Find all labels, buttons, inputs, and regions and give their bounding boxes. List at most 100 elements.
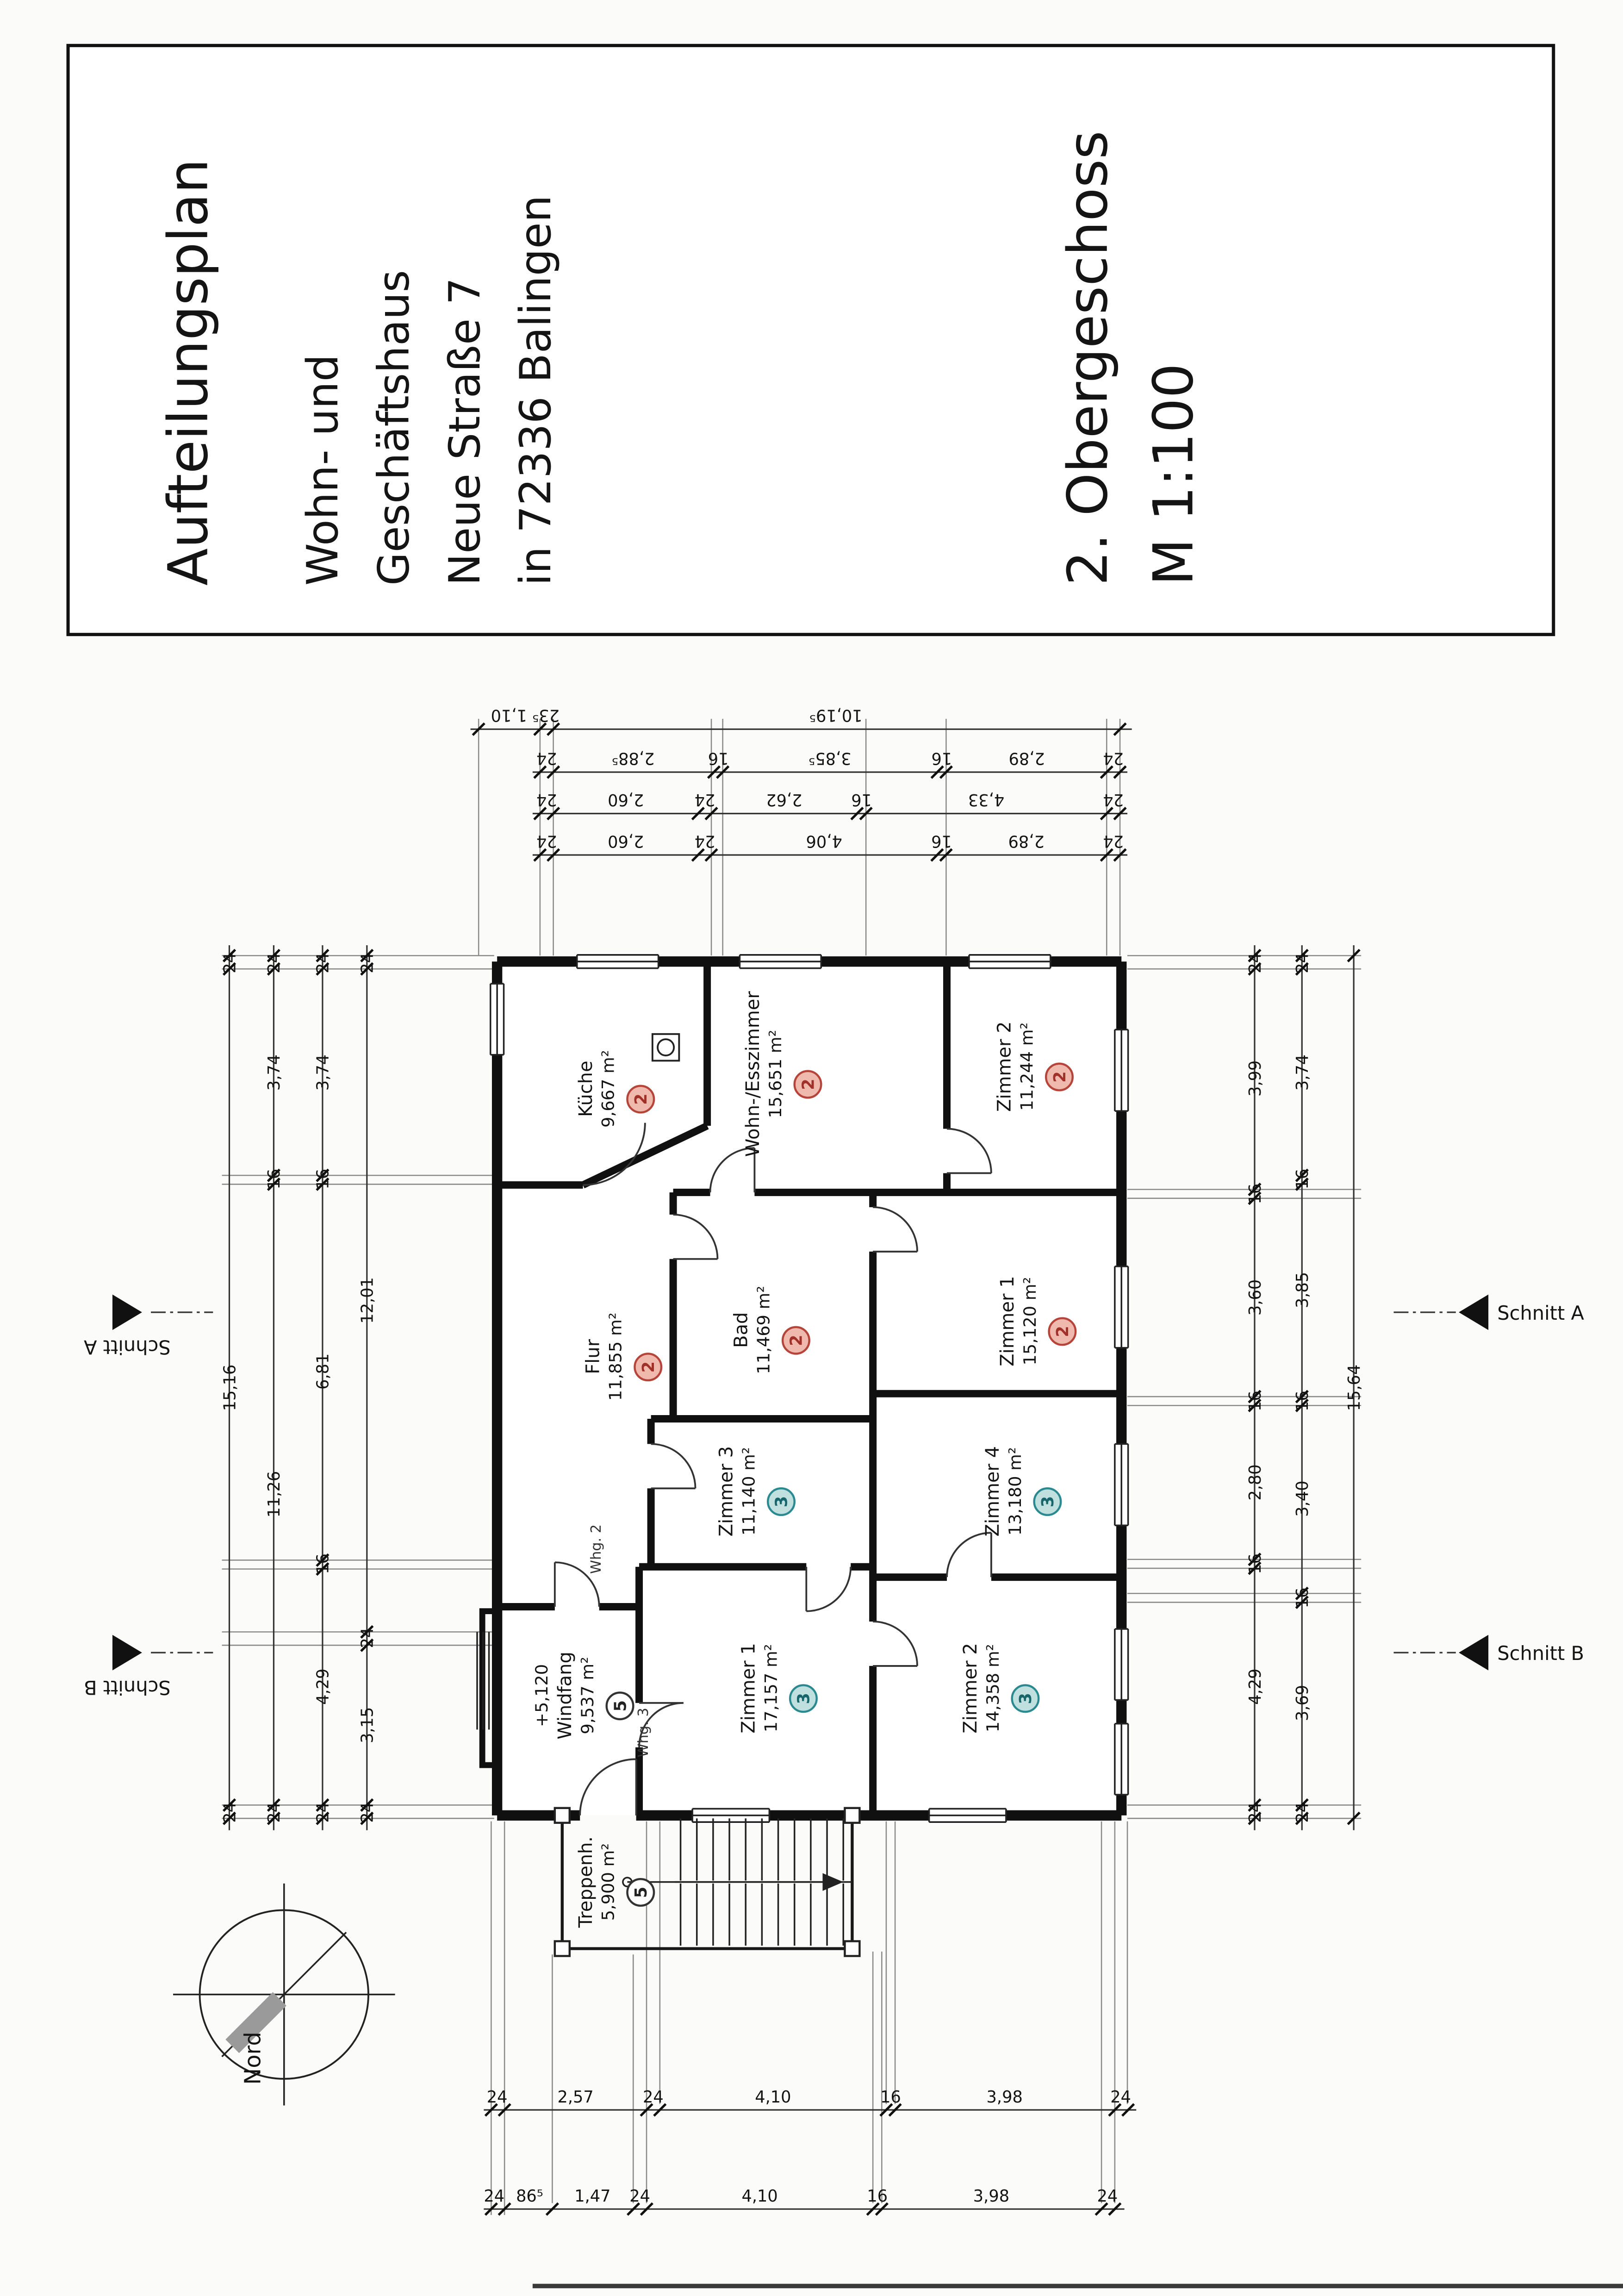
dim-label: 16 bbox=[314, 1169, 333, 1190]
room-name: Windfang bbox=[554, 1652, 576, 1740]
window-icon bbox=[739, 953, 822, 971]
interior-walls bbox=[497, 964, 1122, 1816]
room-label-kueche: Küche 9,667 m² 2 bbox=[575, 1050, 655, 1128]
room-area: 9,537 m² bbox=[578, 1657, 597, 1734]
unit-badge bbox=[1033, 1487, 1062, 1516]
dim-label: 2,60 bbox=[608, 790, 644, 809]
dim-ticks-right-col2 bbox=[1295, 948, 1309, 1825]
dim-label: 2,60 bbox=[608, 831, 644, 850]
dim-label: 16 bbox=[1246, 1554, 1265, 1574]
dim-label: 2,80 bbox=[1246, 1464, 1265, 1500]
dim-label: 3,15 bbox=[358, 1707, 377, 1743]
title-block-border bbox=[66, 44, 1555, 636]
room-label-zimmer1-whg2: Zimmer 1 15,120 m² 2 bbox=[997, 1276, 1077, 1366]
room-name: Zimmer 2 bbox=[960, 1643, 981, 1733]
floor-title: 2. Obergeschoss bbox=[1056, 131, 1119, 586]
extension-lines bbox=[222, 718, 1362, 2215]
window-lines bbox=[576, 954, 659, 969]
window-icon bbox=[1113, 1722, 1131, 1796]
dim-label: 24 bbox=[643, 2088, 664, 2107]
title-block: Aufteilungsplan Wohn- und Geschäftshaus … bbox=[66, 44, 1555, 636]
dim-label: 2,62 bbox=[766, 790, 802, 809]
unit-number: 3 bbox=[772, 1496, 791, 1507]
room-name: Küche bbox=[575, 1061, 597, 1117]
room-name: Flur bbox=[583, 1339, 604, 1374]
window-lines bbox=[476, 1632, 490, 1730]
dim-label: 16 bbox=[265, 1169, 284, 1190]
window-lines bbox=[1114, 1722, 1129, 1796]
window-lines bbox=[1114, 1029, 1129, 1112]
section-b-right-label: Schnitt B bbox=[1497, 1642, 1584, 1665]
window-icon bbox=[576, 953, 659, 971]
window-lines bbox=[490, 983, 505, 1056]
dim-lines-left bbox=[228, 945, 368, 1830]
dim-label: 24 bbox=[265, 1802, 284, 1823]
dim-label: 1,10 bbox=[491, 706, 527, 725]
room-name: Treppenh. bbox=[575, 1836, 597, 1928]
dim-label: 24 bbox=[358, 953, 377, 973]
unit-number: 2 bbox=[632, 1093, 651, 1104]
room-label-zimmer2-whg2: Zimmer 2 11,244 m² 2 bbox=[994, 1021, 1074, 1112]
building-line2: Geschäftshaus bbox=[368, 270, 418, 586]
dim-label: 2,88⁵ bbox=[612, 749, 654, 767]
unit-badge bbox=[626, 1085, 655, 1114]
door-arc bbox=[947, 1128, 992, 1174]
door-arc bbox=[583, 1123, 646, 1186]
dimension-chains-bottom: 24 2,57 24 4,10 16 3,98 24 24 86⁵ 1,47 2… bbox=[484, 2088, 1137, 2216]
dim-label: 16 bbox=[931, 749, 952, 767]
unit-badge bbox=[766, 1487, 796, 1516]
whg2-door-label: Whg. 2 bbox=[588, 1524, 604, 1574]
room-name: Zimmer 1 bbox=[997, 1276, 1018, 1366]
dim-ticks-top-row1 bbox=[472, 722, 1127, 736]
dim-ticks-left-colA bbox=[222, 948, 236, 1825]
dim-label: 6,81 bbox=[314, 1354, 333, 1390]
dim-label: 16 bbox=[314, 1554, 333, 1574]
dim-ticks-bottom-row1 bbox=[484, 2103, 1135, 2117]
room-area: 13,180 m² bbox=[1005, 1447, 1025, 1535]
unit-number: 2 bbox=[787, 1335, 806, 1346]
dim-label: 10,19⁵ bbox=[809, 706, 863, 725]
section-a-right-triangle-icon bbox=[1459, 1294, 1489, 1330]
room-area: 15,651 m² bbox=[765, 1030, 785, 1118]
dim-label: 3,74 bbox=[314, 1054, 333, 1091]
dim-label: 24 bbox=[695, 831, 715, 850]
dim-label: 4,06 bbox=[806, 831, 842, 850]
room-name: Zimmer 4 bbox=[982, 1446, 1003, 1536]
unit-badge bbox=[1045, 1062, 1074, 1092]
dim-label: 3,85⁵ bbox=[808, 749, 851, 767]
unit-number: 2 bbox=[1053, 1326, 1072, 1337]
unit-badge bbox=[793, 1070, 822, 1099]
dim-label: 16 bbox=[1293, 1391, 1312, 1411]
dim-label: 4,29 bbox=[314, 1669, 333, 1705]
window-icon bbox=[968, 953, 1051, 971]
dim-label: 23⁵ bbox=[532, 706, 560, 725]
unit-number: 2 bbox=[1051, 1071, 1070, 1082]
floor-plan bbox=[476, 953, 1131, 1957]
window-icon bbox=[928, 1806, 1007, 1824]
window-lines bbox=[1114, 1628, 1129, 1701]
dim-ticks-top-row2 bbox=[533, 765, 1127, 779]
dim-label: 24 bbox=[1293, 1802, 1312, 1823]
section-b-left-label: Schnitt B bbox=[84, 1676, 171, 1699]
dim-label: 24 bbox=[629, 2187, 650, 2206]
window-icon bbox=[476, 1632, 490, 1730]
dim-label: 24 bbox=[265, 953, 284, 973]
plan-type-title: Aufteilungsplan bbox=[156, 159, 220, 586]
dim-label: 1,47 bbox=[574, 2187, 610, 2206]
building-fill bbox=[497, 961, 1122, 1816]
window-lines bbox=[928, 1808, 1007, 1823]
room-name: Bad bbox=[730, 1312, 752, 1348]
dim-label: 24 bbox=[220, 953, 239, 973]
room-label-bad: Bad 11,469 m² 2 bbox=[730, 1286, 810, 1374]
section-a-left-triangle-icon bbox=[112, 1294, 142, 1330]
unit-badge bbox=[781, 1326, 810, 1355]
window-icon bbox=[1113, 1628, 1131, 1701]
room-label-wohn-esszimmer: Wohn-/Esszimmer 15,651 m² 2 bbox=[742, 991, 822, 1157]
elevation-label: +5,120 bbox=[532, 1664, 552, 1727]
address-line1: Neue Straße 7 bbox=[440, 278, 490, 586]
dim-ticks-left-colB bbox=[267, 948, 281, 1825]
dim-label: 3,60 bbox=[1246, 1279, 1265, 1316]
dim-label: 24 bbox=[1246, 953, 1265, 973]
dim-label: 4,33 bbox=[968, 790, 1004, 809]
window-icon bbox=[691, 1806, 771, 1824]
